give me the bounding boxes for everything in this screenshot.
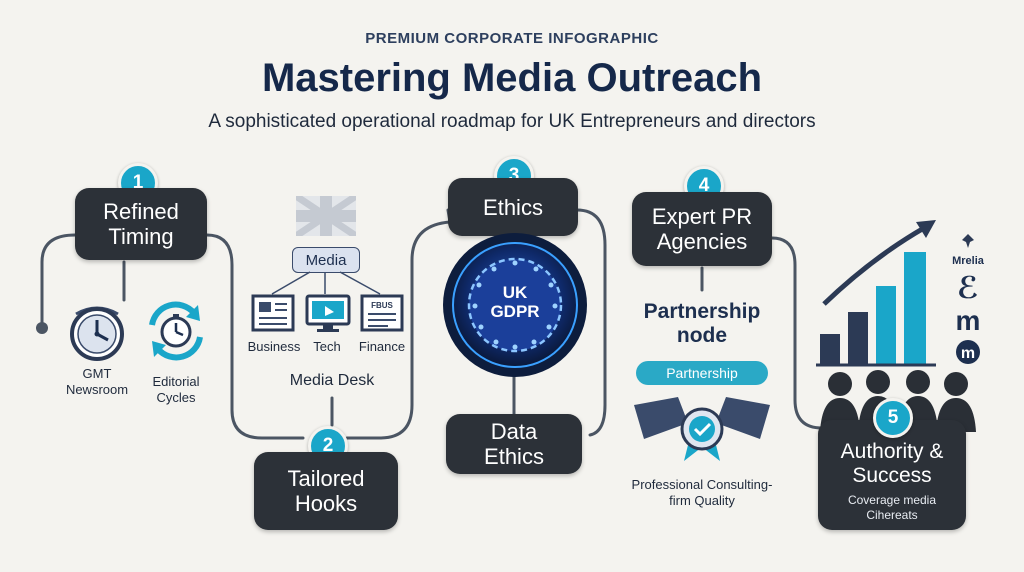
media-logos-icon: Mrelia ℰ m m (952, 234, 985, 364)
media-logo-1: Mrelia (952, 255, 985, 267)
data-ethics-title: Data Ethics (484, 419, 544, 469)
outlet-finance: Finance (358, 339, 406, 354)
growth-chart-icon (816, 220, 936, 367)
page-subtitle: A sophisticated operational roadmap for … (208, 111, 816, 132)
step-1-box: Refined Timing (75, 188, 207, 260)
step-5-caption: Coverage media Cihereats (847, 493, 937, 522)
finance-news-icon: FBUS (360, 294, 404, 332)
media-logo-4: m (961, 345, 975, 362)
monitor-icon (305, 294, 351, 332)
partnership-pill: Partnership (636, 361, 768, 385)
gdpr-shield-icon (443, 233, 587, 377)
clock-icon (70, 306, 124, 361)
step-4-box: Expert PR Agencies (632, 192, 772, 266)
media-desk-label: Media Desk (289, 372, 375, 389)
partnership-node-title: Partnership node (643, 300, 761, 347)
cycle-stopwatch-icon (149, 301, 203, 361)
page-title: Mastering Media Outreach (261, 56, 763, 100)
step-1-label-newsroom: GMT Newsroom (65, 366, 129, 397)
step-5-box (818, 420, 966, 530)
step-3-box: Ethics (448, 178, 578, 236)
step-5-badge: 5 (873, 398, 913, 438)
eyebrow-label: PREMIUM CORPORATE INFOGRAPHIC (365, 30, 659, 47)
media-logo-2: ℰ (957, 272, 979, 305)
data-ethics-box: Data Ethics (446, 414, 582, 474)
step-5-title: Authority & Success (840, 440, 944, 487)
step-4-caption: Professional Consulting-firm Quality (631, 477, 773, 508)
step-1-label-cycles: Editorial Cycles (152, 374, 200, 405)
outlet-business: Business (247, 339, 301, 354)
media-logo-3: m (956, 305, 981, 336)
step-3-title: Ethics (483, 194, 543, 220)
media-node: Media (292, 247, 360, 273)
finance-news-icon-glyph: FBUS (371, 301, 393, 310)
handshake-badge-icon (634, 397, 770, 461)
uk-flag-icon (296, 196, 356, 236)
step-4-title: Expert PR Agencies (651, 204, 753, 254)
outlet-tech: Tech (313, 339, 341, 354)
newspaper-icon (251, 294, 295, 332)
gdpr-seal-text: UK GDPR (490, 283, 540, 321)
step-1-title: Refined Timing (103, 199, 179, 249)
step-2-box: Tailored Hooks (254, 452, 398, 530)
media-connectors (271, 271, 381, 295)
step-2-title: Tailored Hooks (287, 466, 365, 516)
